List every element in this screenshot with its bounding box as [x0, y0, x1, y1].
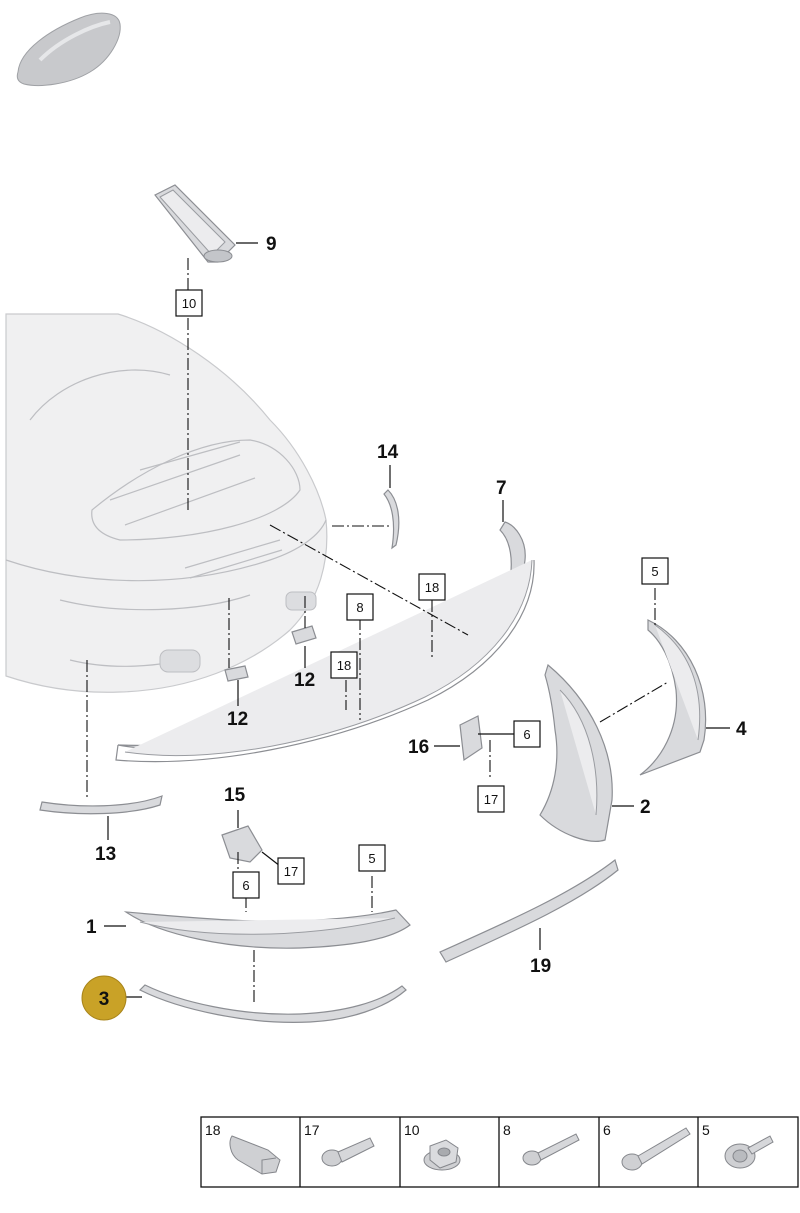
callout-14: 14	[377, 442, 399, 463]
part-1-lower-trim	[123, 909, 411, 949]
fastener-label-18: 18	[205, 1122, 221, 1138]
callout-box-17-b: 17	[277, 857, 305, 885]
callout-12-a: 12	[227, 709, 248, 730]
car-silhouette-icon	[16, 12, 121, 86]
callout-12-b: 12	[294, 670, 315, 691]
part-16-mount	[459, 715, 483, 762]
svg-text:6: 6	[242, 878, 249, 893]
long-screw-icon	[621, 1127, 691, 1171]
svg-text:8: 8	[356, 600, 363, 615]
svg-text:18: 18	[425, 580, 439, 595]
part-7-trim-strip	[115, 521, 535, 763]
part-2-bumper-side	[539, 663, 613, 842]
part-13-reflector-strip	[39, 795, 163, 815]
svg-text:5: 5	[368, 851, 375, 866]
callout-4: 4	[736, 719, 747, 740]
callout-box-17-a: 17	[477, 785, 505, 813]
callout-13: 13	[95, 844, 116, 865]
car-rear-body	[5, 313, 328, 693]
fastener-label-5: 5	[702, 1122, 710, 1138]
svg-text:6: 6	[523, 727, 530, 742]
callout-15: 15	[224, 785, 246, 806]
fastener-table: 18 17 10 8 6 5	[200, 1116, 799, 1188]
callout-box-18-a: 18	[418, 573, 446, 601]
flange-nut-icon	[423, 1139, 461, 1171]
svg-text:5: 5	[651, 564, 658, 579]
washer-bolt-icon	[724, 1135, 774, 1169]
part-14-bracket	[383, 489, 400, 550]
callout-box-6-b: 6	[232, 871, 260, 899]
part-12-clip-b	[291, 625, 317, 645]
callout-box-10: 10	[175, 289, 203, 317]
fastener-label-6: 6	[603, 1122, 611, 1138]
callout-box-6-a: 6	[513, 720, 541, 748]
part-19-strip	[439, 858, 619, 963]
svg-text:17: 17	[484, 792, 498, 807]
svg-text:18: 18	[337, 658, 351, 673]
screw-icon	[522, 1133, 580, 1166]
highlighted-callout-3[interactable]: 3	[81, 975, 127, 1021]
fastener-label-10: 10	[404, 1122, 420, 1138]
callout-16: 16	[408, 737, 429, 758]
bolt-icon	[321, 1137, 375, 1167]
callout-19: 19	[530, 956, 551, 977]
part-4-side-trim	[639, 619, 707, 776]
fastener-label-17: 17	[304, 1122, 320, 1138]
part-9-trim-clip	[154, 184, 236, 263]
part-3-lower-strip	[138, 984, 407, 1023]
svg-text:3: 3	[99, 989, 110, 1010]
part-12-clip-a	[224, 665, 249, 682]
rounded-clip-icon	[229, 1135, 281, 1175]
fastener-label-8: 8	[503, 1122, 511, 1138]
callout-2: 2	[640, 797, 651, 818]
svg-text:17: 17	[284, 864, 298, 879]
svg-text:10: 10	[182, 296, 196, 311]
part-15-bracket	[221, 825, 263, 863]
callout-box-5-a: 5	[641, 557, 669, 585]
callout-box-8: 8	[346, 593, 374, 621]
callout-box-18-b: 18	[330, 651, 358, 679]
callout-7: 7	[496, 478, 507, 499]
callout-9: 9	[266, 234, 277, 255]
callout-1: 1	[86, 917, 97, 938]
callout-box-5-b: 5	[358, 844, 386, 872]
